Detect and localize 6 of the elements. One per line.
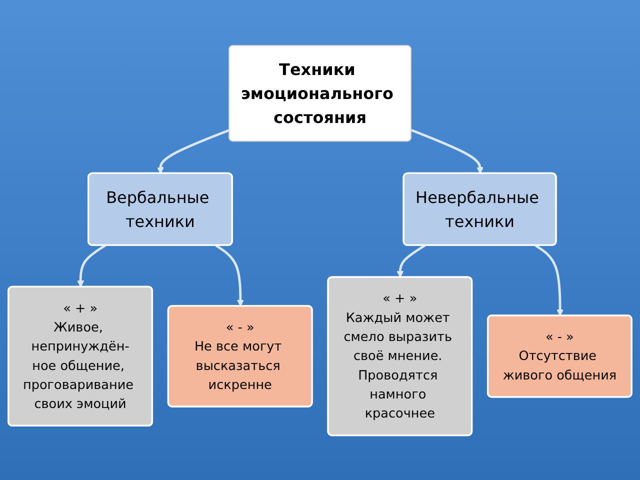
arrow bbox=[156, 128, 230, 174]
arrow bbox=[396, 244, 426, 278]
arrow bbox=[534, 244, 564, 316]
arrow bbox=[77, 244, 106, 288]
arrow bbox=[215, 244, 244, 306]
arrow bbox=[410, 128, 484, 174]
